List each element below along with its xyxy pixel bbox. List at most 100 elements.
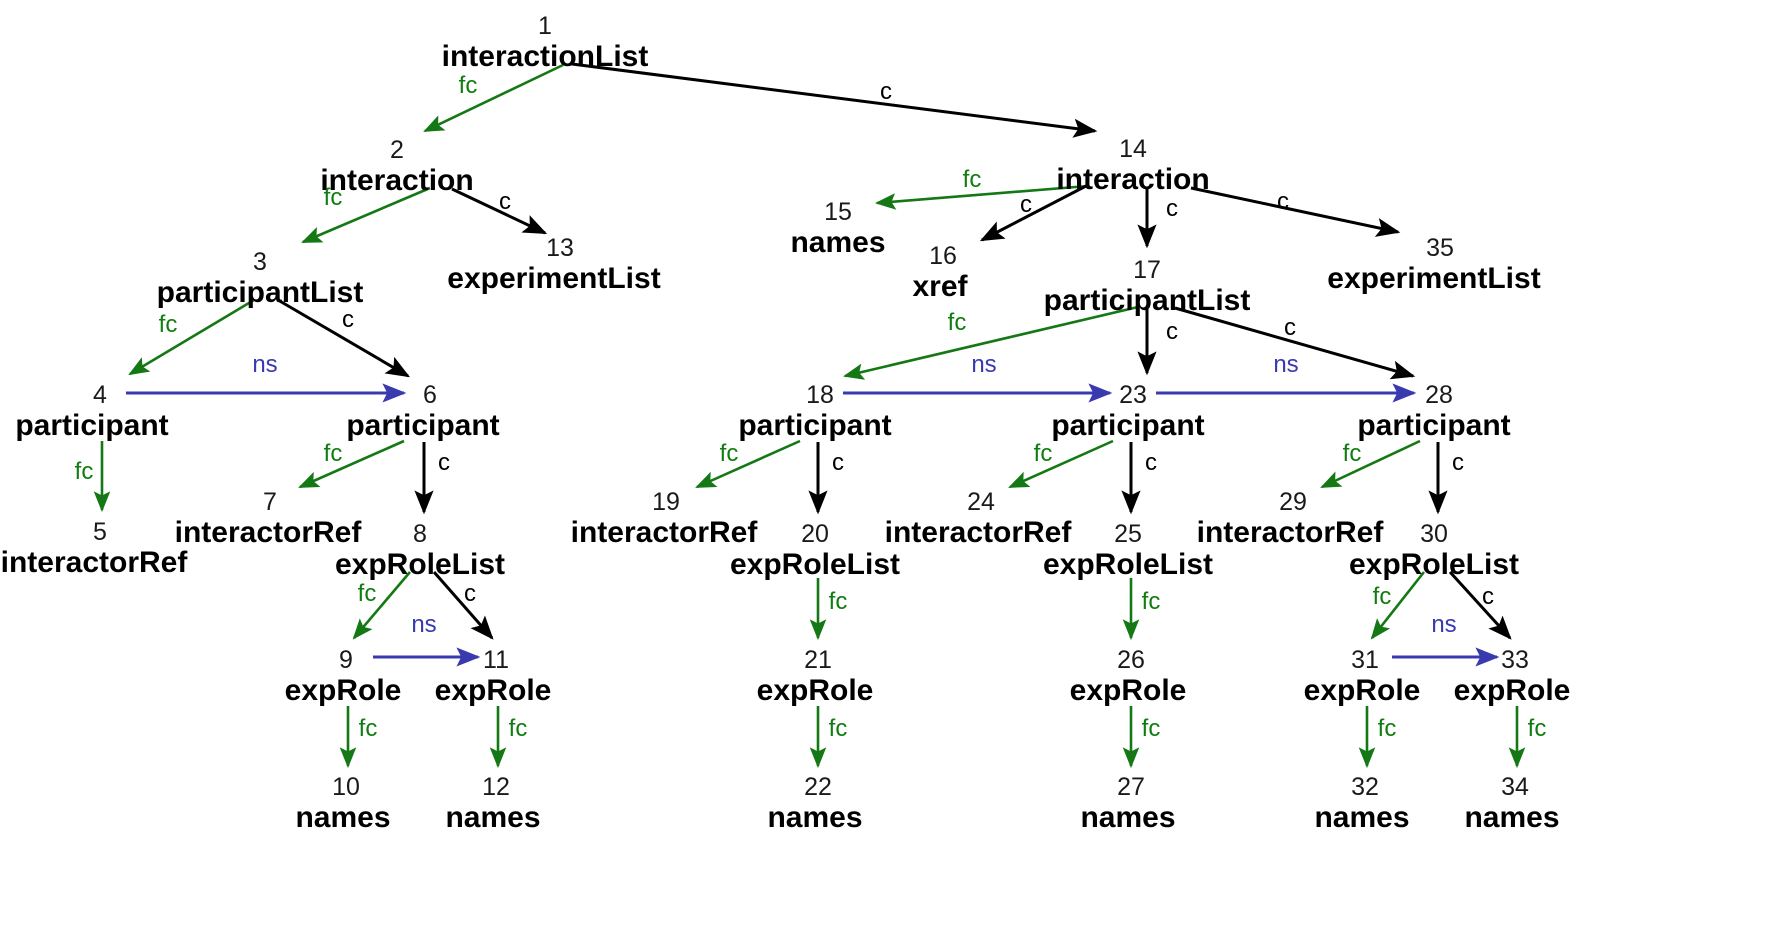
edge-fc-6-to-7 [298,439,405,489]
edge-label-c-2-to-13: c [499,188,511,215]
edge-label-ns-23-to-28: ns [1273,351,1299,378]
node-id-17: 17 [1133,256,1161,284]
node-id-9: 9 [339,646,353,674]
edge-label-fc-2-to-3: fc [323,184,343,211]
node-id-22: 22 [804,773,832,801]
node-label-6: participant [346,409,500,442]
edge-label-fc-30-to-31: fc [1372,583,1392,610]
node-label-17: participantList [1043,284,1251,317]
edge-label-ns-9-to-11: ns [411,611,437,638]
edge-label-c-28-to-30: c [1452,449,1464,476]
node-id-34: 34 [1501,773,1529,801]
edge-c-8-to-11 [432,571,494,640]
node-label-12: names [445,801,541,834]
node-id-32: 32 [1351,773,1379,801]
node-label-22: names [767,801,863,834]
node-id-6: 6 [423,381,437,409]
edge-label-fc-20-to-21: fc [828,588,848,615]
node-id-13: 13 [546,234,574,262]
edge-label-fc-23-to-24: fc [1033,440,1053,467]
node-id-1: 1 [538,12,552,40]
node-label-34: names [1464,801,1560,834]
node-id-30: 30 [1420,520,1448,548]
node-label-25: expRoleList [1042,548,1214,581]
node-label-35: experimentList [1327,262,1541,295]
node-id-20: 20 [801,520,829,548]
edge-fc-3-to-4 [128,298,255,376]
edge-label-c-14-to-16: c [1020,191,1032,218]
edge-label-c-14-to-17: c [1166,195,1178,222]
edge-c-14-to-35 [1190,186,1401,237]
edge-label-fc-11-to-12: fc [508,715,528,742]
node-label-23: participant [1051,409,1205,442]
edge-label-fc-4-to-5: fc [74,458,94,485]
edge-fc-1-to-2 [423,63,564,133]
node-label-20: expRoleList [729,548,901,581]
edge-label-ns-31-to-33: ns [1431,611,1457,638]
node-id-15: 15 [824,198,852,226]
node-label-29: interactorRef [1196,516,1384,549]
node-label-10: names [295,801,391,834]
node-label-31: expRole [1303,674,1421,707]
node-id-11: 11 [483,646,509,674]
node-label-27: names [1080,801,1176,834]
node-id-26: 26 [1117,646,1145,674]
edge-label-c-1-to-14: c [880,78,892,105]
node-label-28: participant [1357,409,1511,442]
edge-label-c-30-to-33: c [1482,583,1494,610]
edge-label-fc-17-to-18: fc [947,309,967,336]
node-id-7: 7 [263,488,277,516]
node-label-14: interaction [1056,163,1210,196]
node-id-5: 5 [93,518,107,546]
node-id-2: 2 [390,136,404,164]
node-id-14: 14 [1119,135,1147,163]
node-id-29: 29 [1279,488,1307,516]
node-id-35: 35 [1426,234,1454,262]
node-label-21: expRole [756,674,874,707]
edge-label-fc-25-to-26: fc [1141,588,1161,615]
node-label-26: expRole [1069,674,1187,707]
node-label-3: participantList [156,276,364,309]
edge-label-fc-28-to-29: fc [1342,440,1362,467]
node-label-8: expRoleList [334,548,506,581]
node-label-24: interactorRef [884,516,1072,549]
edge-label-c-3-to-6: c [342,306,354,333]
edge-label-fc-18-to-19: fc [719,440,739,467]
